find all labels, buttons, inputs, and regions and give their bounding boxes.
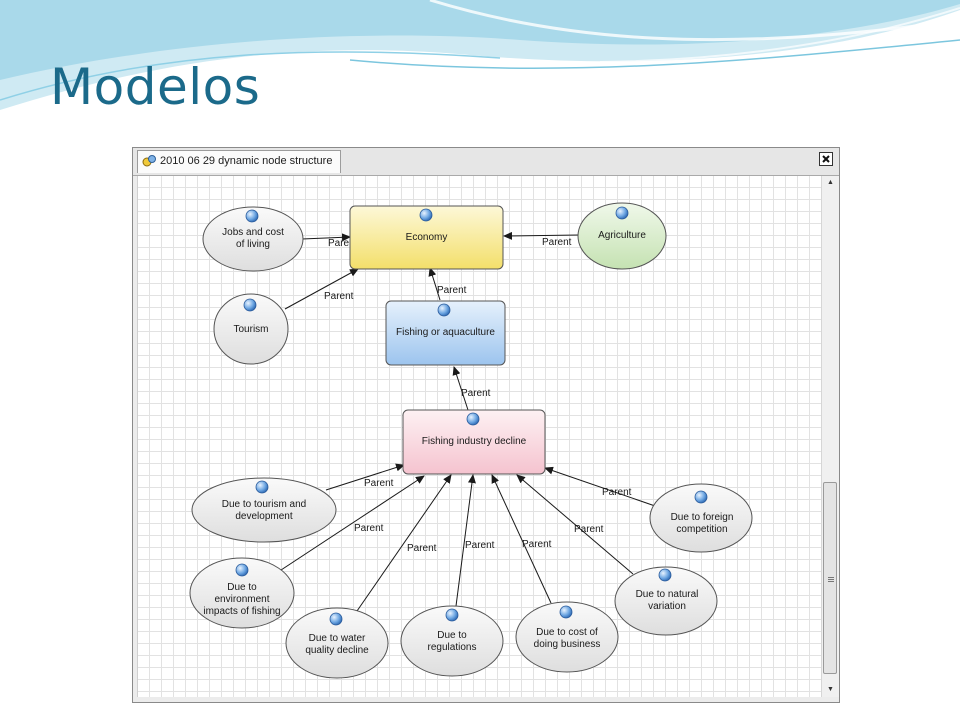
node-due-to-foreign-competition[interactable]: Due to foreign competition <box>670 512 734 535</box>
edge-agriculture-economy <box>503 231 580 240</box>
edge-label-decline-fishing: Parent <box>461 388 491 399</box>
edge-label-tourism-economy: Parent <box>324 291 354 302</box>
node-fishing-shape <box>385 300 506 366</box>
port-icon <box>243 298 257 312</box>
node-foreign-shape <box>649 483 753 553</box>
edge-label-cost-decline: Parent <box>522 539 552 550</box>
port-icon <box>694 490 708 504</box>
node-regulations-shape <box>400 605 504 677</box>
edge-fishing-economy <box>428 267 441 301</box>
close-button[interactable] <box>819 152 833 166</box>
port-icon <box>615 206 629 220</box>
node-economy[interactable]: Economy <box>405 232 448 243</box>
edge-natural-decline <box>516 474 634 575</box>
port-icon <box>559 605 573 619</box>
edge-label-agriculture-economy: Parent <box>542 237 572 248</box>
edge-environment-decline <box>277 475 425 573</box>
edge-label-tourismdev-decline: Parent <box>364 478 394 489</box>
scroll-thumb[interactable] <box>823 482 837 674</box>
close-icon <box>822 155 830 163</box>
edge-foreign-decline <box>544 466 659 508</box>
port-icon <box>245 209 259 223</box>
node-jobs-cost-of-living[interactable]: Jobs and cost of living <box>222 227 284 250</box>
diagram-graph <box>189 202 753 679</box>
scroll-up-arrow[interactable]: ▲ <box>827 179 834 186</box>
node-due-to-water-quality[interactable]: Due to water quality decline <box>305 633 369 656</box>
port-icon <box>329 612 343 626</box>
node-due-to-regulations[interactable]: Due to regulations <box>427 630 477 653</box>
node-agriculture[interactable]: Agriculture <box>598 230 646 241</box>
port-icon <box>437 303 451 317</box>
edge-label-water-decline: Parent <box>407 543 437 554</box>
node-decline-shape <box>402 409 546 475</box>
node-ports <box>235 206 708 626</box>
edge-label-environment-decline: Parent <box>354 523 384 534</box>
node-tourismdev-shape <box>191 477 337 543</box>
edge-label-fishing-economy: Parent <box>437 285 467 296</box>
tab-dynamic-node-structure[interactable]: 2010 06 29 dynamic node structure <box>137 150 341 173</box>
node-cost-shape <box>515 601 619 673</box>
edge-label-regulations-decline: Parent <box>465 540 495 551</box>
node-fishing-industry-decline[interactable]: Fishing industry decline <box>421 436 527 447</box>
node-tourism-shape <box>213 293 289 365</box>
node-due-to-environment-impacts[interactable]: Due to environment impacts of fishing <box>203 582 281 617</box>
node-due-to-cost-of-business[interactable]: Due to cost of doing business <box>533 627 601 650</box>
port-icon <box>658 568 672 582</box>
header-wave-decoration <box>0 0 960 110</box>
edge-tourismdev-decline <box>325 463 405 491</box>
edge-water-decline <box>356 474 452 612</box>
node-due-to-tourism-development[interactable]: Due to tourism and development <box>221 499 307 522</box>
edge-jobs-economy <box>301 233 351 242</box>
grip-icon <box>828 577 834 578</box>
node-jobs-shape <box>202 206 304 272</box>
port-icon <box>255 480 269 494</box>
diagram-window: 2010 06 29 dynamic node structure <box>132 147 840 703</box>
edge-label-jobs-economy: Pare <box>328 238 350 249</box>
port-icon <box>419 208 433 222</box>
edge-cost-decline <box>491 474 552 604</box>
node-economy-shape <box>349 205 504 270</box>
edge-tourism-economy <box>284 268 359 310</box>
node-water-shape <box>285 607 389 679</box>
node-shapes <box>189 202 753 679</box>
edge-regulations-decline <box>455 474 476 607</box>
diagram-canvas[interactable]: Economy Fishing or aquaculture Fishing i… <box>137 176 821 697</box>
vertical-scrollbar[interactable]: ▲ ▼ <box>821 176 839 697</box>
edge-label-foreign-decline: Parent <box>602 487 632 498</box>
scroll-down-arrow[interactable]: ▼ <box>827 686 834 693</box>
node-natural-shape <box>614 566 718 636</box>
port-icon <box>235 563 249 577</box>
tab-title: 2010 06 29 dynamic node structure <box>160 155 333 167</box>
port-icon <box>466 412 480 426</box>
node-tourism[interactable]: Tourism <box>233 324 269 335</box>
edges <box>277 231 659 612</box>
tab-bar: 2010 06 29 dynamic node structure <box>133 148 839 176</box>
slide-title: Modelos <box>50 58 261 116</box>
node-agriculture-shape <box>577 202 667 270</box>
node-fishing-aquaculture[interactable]: Fishing or aquaculture <box>396 327 495 338</box>
node-due-to-natural-variation[interactable]: Due to natural variation <box>635 589 699 612</box>
edge-label-natural-decline: Parent <box>574 524 604 535</box>
port-icon <box>445 608 459 622</box>
edge-decline-fishing <box>452 366 469 411</box>
node-structure-icon <box>142 155 156 167</box>
node-environment-shape <box>189 557 295 629</box>
